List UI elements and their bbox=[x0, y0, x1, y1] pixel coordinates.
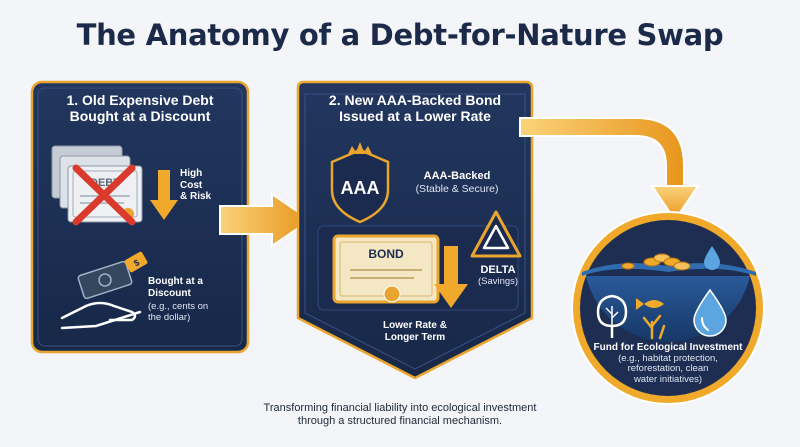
hand-cash-icon: $ bbox=[60, 251, 148, 330]
lower-rate-line2: Longer Term bbox=[384, 331, 446, 343]
panel1-heading-line2: Bought at a Discount bbox=[69, 108, 211, 125]
aaa-backed-label: AAA-Backed bbox=[423, 170, 491, 182]
discount-line1: Bought at a bbox=[148, 276, 203, 287]
page-title: The Anatomy of a Debt-for-Nature Swap bbox=[76, 18, 724, 52]
panel2-heading-line1: 2. New AAA-Backed Bond bbox=[328, 92, 502, 108]
lower-rate-line1: Lower Rate & bbox=[383, 320, 447, 331]
footer-caption: Transforming financial liability into ec… bbox=[220, 402, 580, 428]
tree-icon bbox=[596, 294, 628, 338]
discount-sub-line1: (e.g., cents on bbox=[148, 301, 209, 312]
droplet-small-icon bbox=[704, 246, 720, 270]
discount-sub-line2: the dollar) bbox=[148, 311, 191, 323]
delta-sub: (Savings) bbox=[477, 275, 519, 287]
bond-label: BOND bbox=[368, 247, 404, 261]
flow-arrow-right bbox=[219, 192, 312, 248]
water-drop-icon bbox=[693, 288, 727, 337]
discount-line2: Discount bbox=[148, 287, 191, 299]
coins-icon bbox=[621, 253, 691, 271]
high-cost-line1: High bbox=[180, 168, 203, 179]
down-arrow-icon bbox=[150, 170, 178, 220]
aaa-backed-sub: (Stable & Secure) bbox=[415, 182, 499, 195]
panel1-heading-line1: 1. Old Expensive Debt bbox=[66, 92, 214, 108]
panel2-heading-line2: Issued at a Lower Rate bbox=[339, 108, 491, 125]
footer-line1: Transforming financial liability into ec… bbox=[263, 402, 537, 414]
fund-sub-line1: (e.g., habitat protection, bbox=[618, 352, 718, 364]
footer-line2: through a structured financial mechanism… bbox=[297, 415, 503, 428]
fund-label: Fund for Ecological Investment bbox=[593, 342, 743, 353]
high-cost-line2: Cost bbox=[180, 179, 203, 191]
svg-text:$: $ bbox=[132, 257, 141, 268]
delta-label: DELTA bbox=[480, 264, 516, 276]
aaa-badge-text: AAA bbox=[341, 178, 380, 198]
fund-circle bbox=[571, 211, 765, 405]
fund-sub-line3: water initiatives) bbox=[633, 374, 703, 386]
aaa-shield-icon: AAA bbox=[330, 142, 390, 224]
panel-new-bond: AAA BOND bbox=[296, 80, 534, 380]
high-cost-line3: & Risk bbox=[180, 191, 212, 202]
flow-arrow-curved bbox=[519, 117, 700, 222]
fund-sub-line2: reforestation, clean bbox=[627, 363, 709, 375]
rate-down-arrow-icon bbox=[434, 246, 468, 308]
delta-icon bbox=[470, 210, 522, 258]
cross-icon bbox=[72, 164, 136, 226]
bond-certificate-icon: BOND bbox=[332, 234, 440, 304]
fish-coral-icon bbox=[636, 298, 666, 340]
